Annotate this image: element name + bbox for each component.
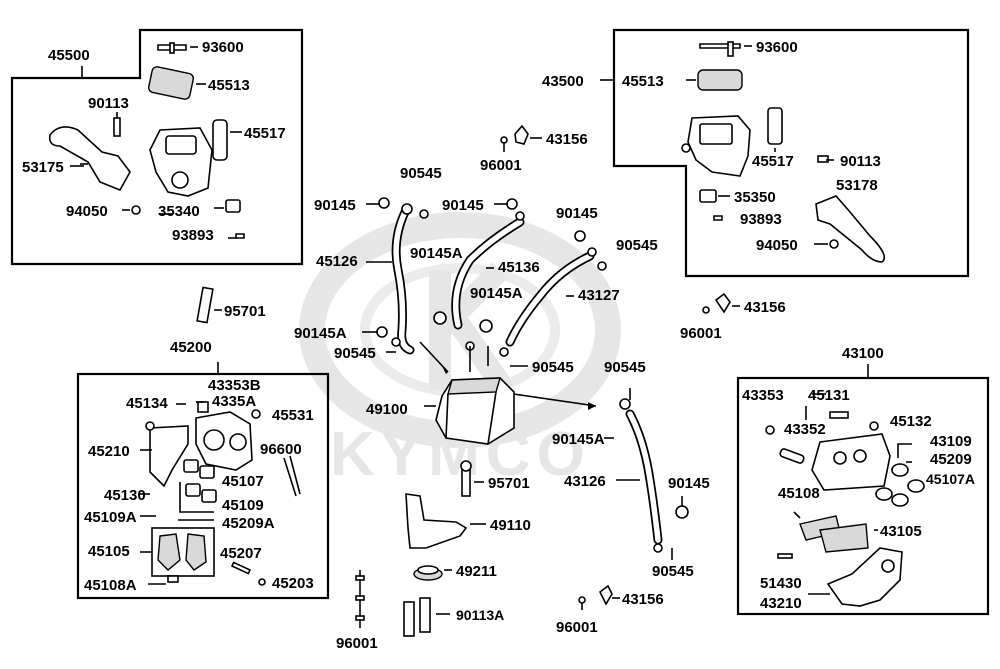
- part-label-43109: 43109: [930, 433, 972, 450]
- part-label-43156-c: 43156: [622, 591, 664, 608]
- part-label-45109: 45109: [222, 497, 264, 514]
- abs-unit: [196, 286, 740, 637]
- part-label-95701-a: 95701: [224, 303, 266, 320]
- part-label-96001-a: 96001: [480, 157, 522, 174]
- part-label-43156-b: 43156: [744, 299, 786, 316]
- part-label-45107: 45107: [222, 473, 264, 490]
- part-label-90145A-b: 90145A: [470, 285, 523, 302]
- part-label-45132: 45132: [890, 413, 932, 430]
- part-label-90113-b: 90113: [840, 153, 881, 170]
- part-label-43105: 43105: [880, 523, 922, 540]
- part-label-45517-a: 45517: [244, 125, 286, 142]
- part-label-96001-c: 96001: [336, 635, 378, 652]
- part-label-94050-b: 94050: [756, 237, 798, 254]
- part-label-96600: 96600: [260, 441, 302, 458]
- part-label-35340: 35340: [158, 203, 200, 220]
- label-leaders: [70, 165, 830, 595]
- part-label-93893-a: 93893: [172, 227, 214, 244]
- part-label-90545-d: 90545: [532, 359, 574, 376]
- part-label-45136: 45136: [498, 259, 540, 276]
- part-label-90145A-a: 90145A: [410, 245, 463, 262]
- part-label-90545-a: 90545: [400, 165, 442, 182]
- part-label-45209: 45209: [930, 451, 972, 468]
- box-front-caliper: [76, 372, 330, 600]
- part-label-53178: 53178: [836, 177, 878, 194]
- part-label-49110: 49110: [490, 517, 531, 534]
- part-label-90545-f: 90545: [652, 563, 694, 580]
- part-label-43353B: 43353B: [208, 377, 261, 394]
- box-right-master: [612, 28, 970, 278]
- label-box-rear-caliper: 43100: [842, 345, 884, 362]
- part-label-45207: 45207: [220, 545, 262, 562]
- part-label-45108: 45108: [778, 485, 820, 502]
- part-label-45513-a: 45513: [208, 77, 250, 94]
- part-label-43352: 43352: [784, 421, 826, 438]
- part-label-43127: 43127: [578, 287, 620, 304]
- part-label-45108A: 45108A: [84, 577, 137, 594]
- part-label-90545-e: 90545: [604, 359, 646, 376]
- part-label-45131: 45131: [808, 387, 850, 404]
- part-label-90545-b: 90545: [616, 237, 658, 254]
- part-label-35350: 35350: [734, 189, 776, 206]
- part-label-45531: 45531: [272, 407, 314, 424]
- part-label-45107A: 45107A: [926, 471, 975, 487]
- part-label-90145A-c: 90145A: [294, 325, 347, 342]
- part-label-45210: 45210: [88, 443, 130, 460]
- part-labels: 45500 93600 45513 90113 45517 53175 9405…: [22, 39, 975, 652]
- right-master-cylinder-group: [500, 41, 886, 263]
- part-label-93600-b: 93600: [756, 39, 798, 56]
- part-label-90113A: 90113A: [456, 607, 504, 623]
- part-label-53175: 53175: [22, 159, 64, 176]
- part-label-43156-a: 43156: [546, 131, 588, 148]
- part-label-93893-b: 93893: [740, 211, 782, 228]
- part-label-43353: 43353: [742, 387, 784, 404]
- part-label-49211: 49211: [456, 563, 497, 580]
- part-label-45130: 45130: [104, 487, 146, 504]
- part-label-45209A: 45209A: [222, 515, 275, 532]
- part-label-45203: 45203: [272, 575, 314, 592]
- part-label-45109A: 45109A: [84, 509, 137, 526]
- part-label-45134: 45134: [126, 395, 168, 412]
- part-label-90145A-d: 90145A: [552, 431, 605, 448]
- part-label-90113-a: 90113: [88, 95, 129, 112]
- part-label-43210: 43210: [760, 595, 802, 612]
- part-label-90545-c: 90545: [334, 345, 376, 362]
- part-label-45105: 45105: [88, 543, 130, 560]
- part-label-45513-b: 45513: [622, 73, 664, 90]
- part-label-95701-b: 95701: [488, 475, 530, 492]
- left-master-cylinder-group: [48, 42, 245, 239]
- part-label-90145-c: 90145: [556, 205, 598, 222]
- brake-hoses: [376, 197, 689, 553]
- label-box-left-master: 45500: [48, 47, 90, 64]
- part-label-94050-a: 94050: [66, 203, 108, 220]
- part-label-90145-b: 90145: [442, 197, 484, 214]
- box-left-master: [10, 28, 304, 266]
- part-label-4335A: 4335A: [212, 393, 256, 410]
- part-label-90145-d: 90145: [668, 475, 710, 492]
- part-label-45126: 45126: [316, 253, 358, 270]
- part-label-90145-a: 90145: [314, 197, 356, 214]
- part-label-96001-b: 96001: [680, 325, 722, 342]
- part-label-51430: 51430: [760, 575, 802, 592]
- rear-caliper-group: [765, 411, 925, 607]
- part-label-93600-a: 93600: [202, 39, 244, 56]
- part-label-43126: 43126: [564, 473, 606, 490]
- part-label-96001-d: 96001: [556, 619, 598, 636]
- box-rear-caliper: [736, 376, 990, 616]
- label-box-right-master: 43500: [542, 73, 584, 90]
- label-box-front-caliper: 45200: [170, 339, 212, 356]
- part-label-45517-b: 45517: [752, 153, 794, 170]
- part-label-49100: 49100: [366, 401, 408, 418]
